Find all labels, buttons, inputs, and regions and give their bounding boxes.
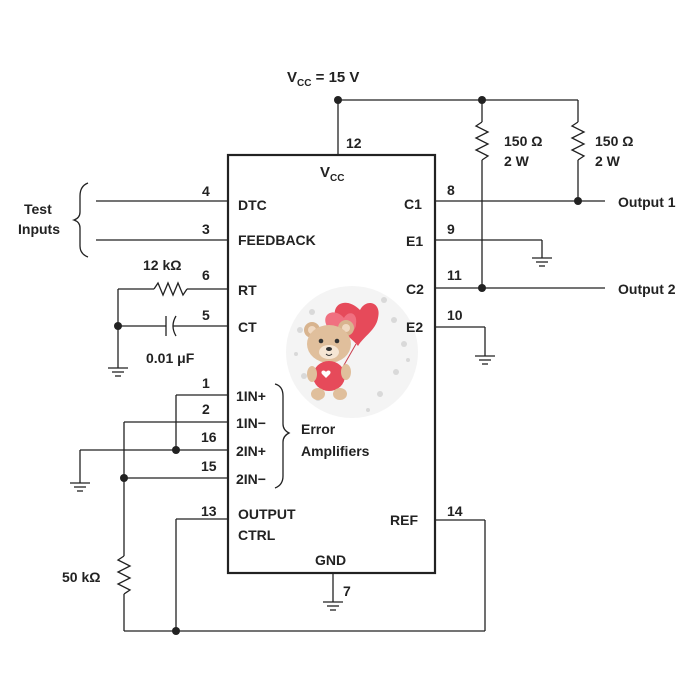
- pin-number-1in-minus: 2: [202, 401, 210, 417]
- pin-name-2in-minus: 2IN−: [236, 471, 266, 487]
- load-resistor-2-power: 2 W: [595, 153, 621, 169]
- error-amp-label-1: Error: [301, 421, 336, 437]
- pin-name-e2: E2: [406, 319, 423, 335]
- test-inputs-label-1: Test: [24, 201, 52, 217]
- pin-name-feedback: FEEDBACK: [238, 232, 316, 248]
- pin-name-1in-minus: 1IN−: [236, 415, 266, 431]
- pin-number-output-ctrl: 13: [201, 503, 217, 519]
- pin-name-e1: E1: [406, 233, 423, 249]
- right-wiring: [323, 197, 605, 631]
- pin-number-1in-plus: 1: [202, 375, 210, 391]
- output-1-label: Output 1: [618, 194, 676, 210]
- load-resistor-1-value: 150 Ω: [504, 133, 542, 149]
- pin-number-c2: 11: [447, 267, 462, 283]
- pin-name-rt: RT: [238, 282, 257, 298]
- pin-number-ref: 14: [447, 503, 463, 519]
- pin-number-ct: 5: [202, 307, 210, 323]
- supply-net: [334, 96, 586, 288]
- pot-resistor-value: 50 kΩ: [62, 569, 100, 585]
- chip-vcc-label: VCC: [320, 164, 344, 184]
- rt-resistor-value: 12 kΩ: [143, 257, 181, 273]
- left-wiring: [70, 200, 485, 635]
- teddy-bear-illustration: [286, 286, 418, 418]
- load-resistor-1-power: 2 W: [504, 153, 530, 169]
- pin-name-ct: CT: [238, 319, 257, 335]
- pin-name-1in-plus: 1IN+: [236, 388, 266, 404]
- error-amp-brace: [274, 383, 291, 489]
- test-inputs-label-2: Inputs: [18, 221, 60, 237]
- pin-number-2in-plus: 16: [201, 429, 217, 445]
- pin-number-gnd: 7: [343, 583, 351, 599]
- pin-name-c2: C2: [406, 281, 424, 297]
- pin-number-e1: 9: [447, 221, 455, 237]
- pin-number-rt: 6: [202, 267, 210, 283]
- pin-number-e2: 10: [447, 307, 463, 323]
- pin-name-c1: C1: [404, 196, 422, 212]
- load-resistor-2-value: 150 Ω: [595, 133, 633, 149]
- pin-number-feedback: 3: [202, 221, 210, 237]
- test-inputs-brace: [71, 182, 89, 258]
- pin-number-2in-minus: 15: [201, 458, 217, 474]
- pin-number-c1: 8: [447, 182, 455, 198]
- pin-number-vcc: 12: [346, 135, 362, 151]
- error-amp-label-2: Amplifiers: [301, 443, 370, 459]
- chip-gnd-label: GND: [315, 552, 346, 568]
- pin-name-2in-plus: 2IN+: [236, 443, 266, 459]
- output-2-label: Output 2: [618, 281, 676, 297]
- supply-label: VCC = 15 V: [287, 69, 359, 89]
- pin-name-dtc: DTC: [238, 197, 267, 213]
- pin-name-ref: REF: [390, 512, 418, 528]
- ct-capacitor-value: 0.01 μF: [146, 350, 195, 366]
- pin-number-dtc: 4: [202, 183, 210, 199]
- pin-name-output-ctrl-1: OUTPUT: [238, 506, 296, 522]
- pin-name-output-ctrl-2: CTRL: [238, 527, 276, 543]
- ic-body: [226, 153, 437, 575]
